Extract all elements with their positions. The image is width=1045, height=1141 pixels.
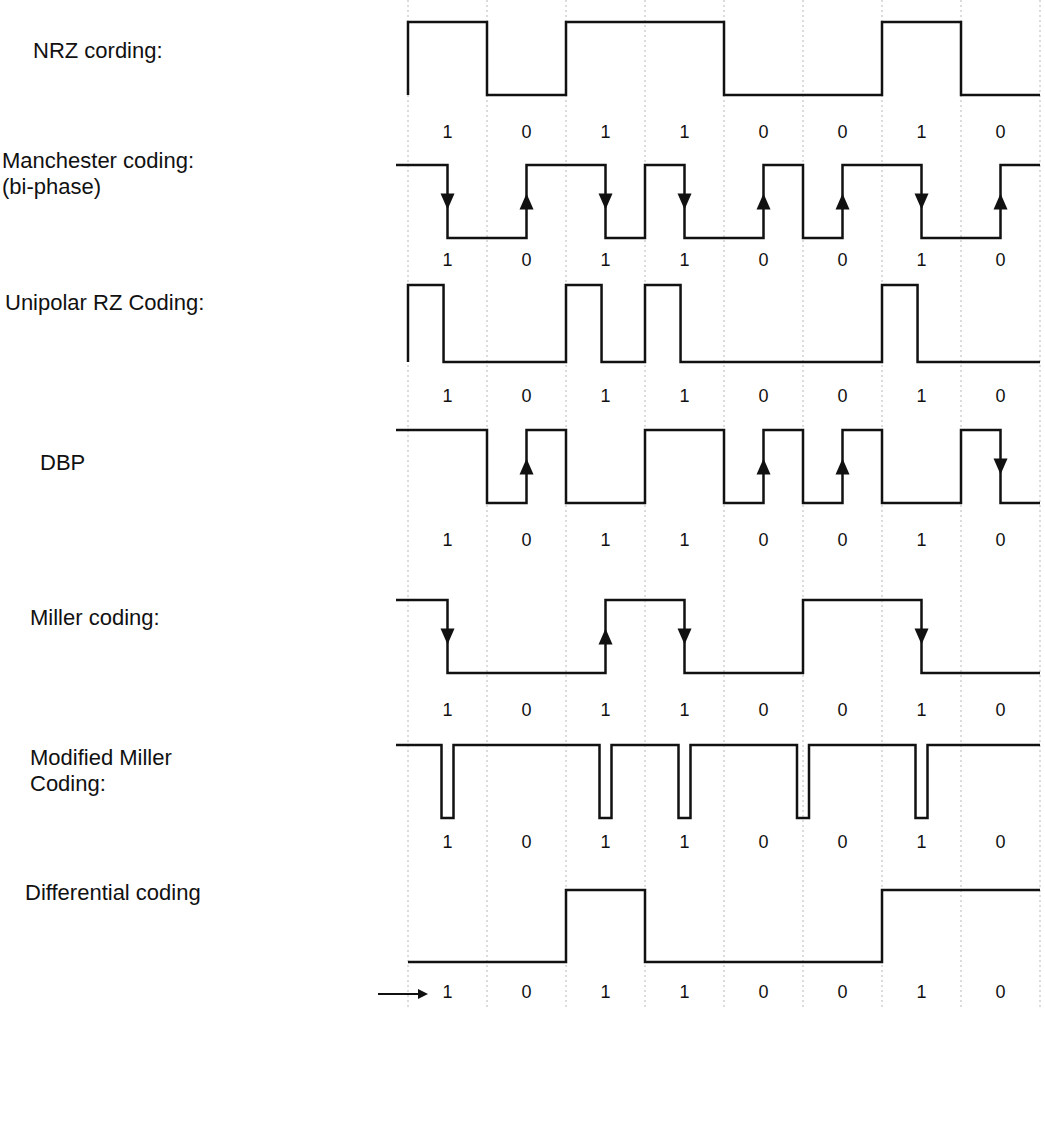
bit-value: 0 [749, 386, 779, 408]
coding-name: Manchester coding: (bi-phase) [2, 148, 217, 201]
waveforms [396, 22, 1040, 962]
cell-boundary [566, 0, 567, 1010]
transition-arrow [599, 629, 613, 645]
bit-value: 0 [828, 982, 858, 1004]
bit-value: 1 [591, 386, 621, 408]
bit-value: 1 [433, 530, 463, 552]
bit-value: 0 [749, 982, 779, 1004]
transition-arrow [520, 194, 534, 210]
bit-value: 1 [907, 530, 937, 552]
transition-arrow [836, 459, 850, 475]
bit-value: 0 [749, 122, 779, 144]
coding-name: Unipolar RZ Coding: [5, 290, 305, 316]
bit-value: 1 [591, 700, 621, 722]
waveform [396, 165, 1040, 238]
bit-value: 1 [907, 122, 937, 144]
waveform [396, 745, 1040, 818]
cell-boundary [882, 0, 883, 1010]
bit-value: 1 [907, 250, 937, 272]
bit-value: 0 [828, 832, 858, 854]
coding-name: Modified Miller Coding: [30, 745, 230, 798]
transition-arrow [757, 194, 771, 210]
coding-name: NRZ cording: [33, 38, 283, 64]
bit-value: 0 [512, 122, 542, 144]
bit-value: 1 [433, 122, 463, 144]
pointer-arrow [378, 993, 426, 995]
bit-value: 0 [828, 250, 858, 272]
bit-value: 1 [907, 982, 937, 1004]
bit-value: 0 [512, 982, 542, 1004]
bit-value: 1 [591, 122, 621, 144]
transition-arrow [520, 459, 534, 475]
coding-name: Miller coding: [30, 605, 280, 631]
transition-arrow [757, 459, 771, 475]
bit-value: 0 [749, 530, 779, 552]
transition-arrow [994, 194, 1008, 210]
bit-value: 1 [433, 982, 463, 1004]
bit-value: 0 [828, 386, 858, 408]
waveform [408, 285, 1040, 362]
cell-boundary [487, 0, 488, 1010]
bit-value: 0 [986, 386, 1016, 408]
cell-boundary [724, 0, 725, 1010]
bit-value: 1 [670, 832, 700, 854]
waveform [408, 22, 1040, 95]
bit-value: 1 [433, 700, 463, 722]
bit-value: 0 [986, 530, 1016, 552]
grid-lines [408, 0, 1040, 1010]
coding-name: Differential coding [25, 880, 325, 906]
transition-arrow [678, 629, 692, 645]
bit-value: 1 [591, 982, 621, 1004]
transition-arrow [915, 194, 929, 210]
bit-value: 0 [512, 832, 542, 854]
coding-name: DBP [40, 450, 160, 476]
bit-value: 0 [986, 982, 1016, 1004]
transition-arrow [915, 629, 929, 645]
cell-boundary [803, 0, 804, 1010]
bit-value: 1 [433, 386, 463, 408]
bit-value: 1 [591, 832, 621, 854]
bit-value: 1 [433, 832, 463, 854]
bit-value: 0 [749, 832, 779, 854]
waveform [408, 890, 1040, 962]
bit-value: 0 [828, 530, 858, 552]
bit-value: 1 [670, 122, 700, 144]
cell-boundary [645, 0, 646, 1010]
cell-boundary [1040, 0, 1041, 1010]
transition-arrow [836, 194, 850, 210]
bit-value: 0 [986, 700, 1016, 722]
waveform [396, 430, 1040, 503]
bit-value: 1 [670, 386, 700, 408]
cell-boundary [408, 0, 409, 1010]
bit-value: 1 [591, 250, 621, 272]
bit-value: 1 [670, 700, 700, 722]
transition-arrow [994, 459, 1008, 475]
bit-value: 1 [670, 250, 700, 272]
bit-value: 1 [670, 982, 700, 1004]
bit-value: 0 [512, 250, 542, 272]
transition-arrow [599, 194, 613, 210]
bit-value: 1 [433, 250, 463, 272]
cell-boundary [961, 0, 962, 1010]
transition-arrow [441, 629, 455, 645]
waveform [396, 600, 1040, 673]
bit-value: 0 [828, 122, 858, 144]
bit-value: 0 [749, 700, 779, 722]
bit-value: 1 [907, 386, 937, 408]
bit-value: 0 [986, 122, 1016, 144]
transition-arrow [678, 194, 692, 210]
transition-arrow [441, 194, 455, 210]
bit-value: 0 [986, 832, 1016, 854]
bit-value: 0 [512, 386, 542, 408]
bit-value: 0 [512, 530, 542, 552]
bit-value: 1 [907, 700, 937, 722]
bit-value: 0 [986, 250, 1016, 272]
bit-value: 0 [828, 700, 858, 722]
bit-value: 1 [591, 530, 621, 552]
bit-value: 0 [512, 700, 542, 722]
bit-value: 1 [907, 832, 937, 854]
bit-value: 1 [670, 530, 700, 552]
bit-value: 0 [749, 250, 779, 272]
